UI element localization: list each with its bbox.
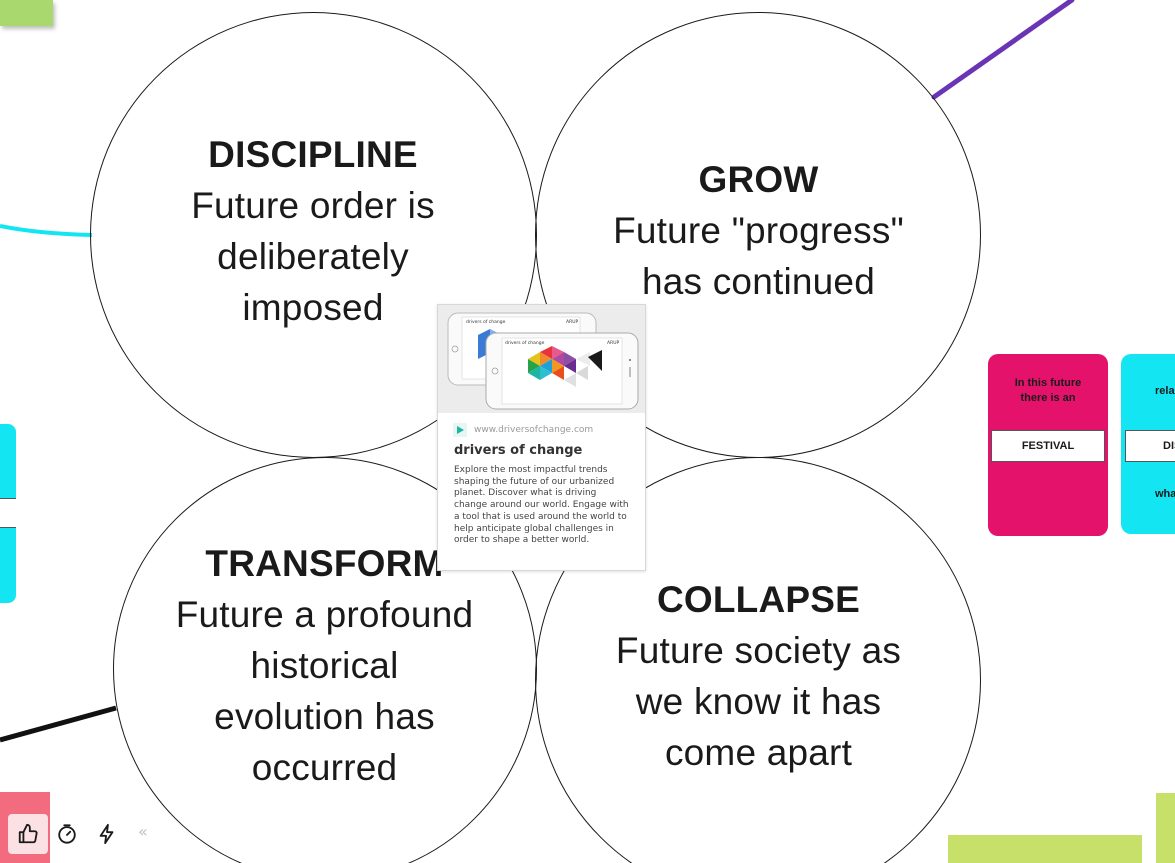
future-card-thing: FESTIVAL bbox=[991, 430, 1105, 462]
scenario-line: Future a profound bbox=[175, 594, 474, 635]
sticky-note-green[interactable] bbox=[0, 0, 53, 26]
thumb-label-back: drivers of change bbox=[466, 319, 506, 325]
phones-illustration: drivers of change ARUP drivers of change… bbox=[438, 305, 645, 413]
scenario-line: Future society as bbox=[615, 630, 902, 671]
black-connector[interactable] bbox=[0, 705, 117, 743]
cyan-card-band-text: DIS bbox=[1125, 430, 1175, 462]
cyan-card-top-text: rela bbox=[1155, 385, 1175, 397]
purple-connector[interactable] bbox=[931, 0, 1075, 100]
scenario-text-collapse: COLLAPSE Future society as we know it ha… bbox=[592, 574, 925, 778]
scenario-line: come apart bbox=[664, 732, 853, 773]
thumb-brand-back: ARUP bbox=[566, 319, 578, 325]
activity-button[interactable] bbox=[87, 814, 127, 854]
scenario-line: we know it has bbox=[635, 681, 882, 722]
link-url[interactable]: www.driversofchange.com bbox=[474, 425, 594, 435]
timer-icon bbox=[58, 824, 76, 844]
thumb-label-front: drivers of change bbox=[505, 340, 545, 346]
thumbs-up-icon bbox=[18, 823, 38, 844]
cyan-connector[interactable] bbox=[0, 224, 93, 237]
timer-button[interactable] bbox=[47, 814, 87, 854]
scenario-line: occurred bbox=[251, 747, 398, 788]
thumb-brand-front: ARUP bbox=[607, 340, 619, 346]
scenario-line: historical bbox=[250, 645, 399, 686]
future-card-festival[interactable]: In this future there is an FESTIVAL bbox=[988, 354, 1108, 536]
future-card-line: there is an bbox=[1020, 392, 1076, 404]
scenario-line: Future "progress" bbox=[613, 210, 904, 251]
cyan-card-partial-right[interactable]: rela DIS wha bbox=[1121, 354, 1175, 534]
link-description: Explore the most impactful trends shapin… bbox=[454, 465, 629, 546]
scenario-title: COLLAPSE bbox=[656, 579, 861, 620]
sticky-note-lime-right[interactable] bbox=[1156, 793, 1175, 863]
cyan-card-partial-left[interactable] bbox=[0, 424, 16, 603]
scenario-title: GROW bbox=[698, 159, 819, 200]
link-source-row: www.driversofchange.com bbox=[453, 423, 593, 437]
scenario-text-discipline: DISCIPLINE Future order is deliberately … bbox=[150, 129, 476, 333]
scenario-line: imposed bbox=[242, 287, 384, 328]
scenario-line: Future order is bbox=[191, 185, 435, 226]
collapse-toolbar-button[interactable]: « bbox=[138, 822, 148, 841]
cyan-card-bottom-text: wha bbox=[1155, 488, 1175, 500]
future-card-line: In this future bbox=[1014, 377, 1082, 389]
cyan-card-band bbox=[0, 498, 16, 528]
link-preview-card[interactable]: drivers of change ARUP drivers of change… bbox=[437, 304, 646, 571]
lightning-icon bbox=[99, 823, 114, 845]
scenario-text-transform: TRANSFORM Future a profound historical e… bbox=[158, 538, 491, 793]
future-card-prompt: In this future there is an bbox=[988, 376, 1108, 406]
scenario-line: deliberately bbox=[217, 236, 409, 277]
reactions-button[interactable] bbox=[8, 814, 48, 854]
sticky-note-lime[interactable] bbox=[948, 835, 1142, 863]
scenario-line: has continued bbox=[641, 261, 875, 302]
link-title[interactable]: drivers of change bbox=[454, 443, 583, 458]
scenario-title: DISCIPLINE bbox=[208, 134, 418, 175]
scenario-title: TRANSFORM bbox=[205, 543, 444, 584]
scenario-line: evolution has bbox=[214, 696, 435, 737]
scenario-text-grow: GROW Future "progress" has continued bbox=[592, 154, 925, 307]
link-preview-thumbnail: drivers of change ARUP drivers of change… bbox=[438, 305, 645, 413]
play-icon bbox=[453, 423, 467, 437]
bottom-toolbar: « bbox=[0, 808, 170, 858]
